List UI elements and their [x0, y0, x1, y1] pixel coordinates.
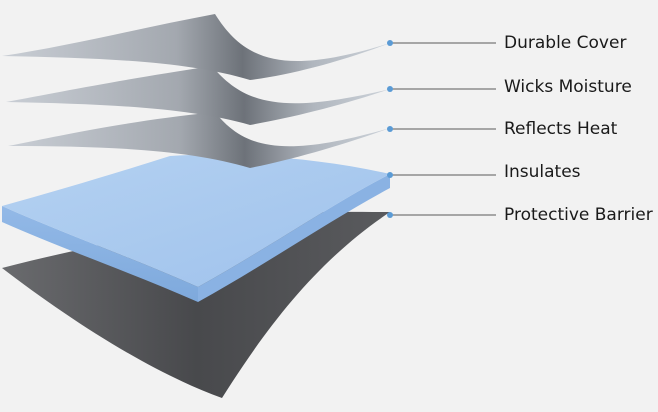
leader-dot-protective-barrier: [387, 212, 393, 218]
leader-dot-reflects-heat: [387, 126, 393, 132]
leader-dot-insulates: [387, 172, 393, 178]
leader-dot-wicks-moisture: [387, 86, 393, 92]
label-insulates: Insulates: [504, 164, 581, 181]
leader-dot-durable-cover: [387, 40, 393, 46]
leader-lines: [387, 40, 496, 218]
label-protective-barrier: Protective Barrier: [504, 207, 653, 224]
label-wicks-moisture: Wicks Moisture: [504, 79, 632, 96]
label-durable-cover: Durable Cover: [504, 35, 626, 52]
label-reflects-heat: Reflects Heat: [504, 121, 617, 138]
